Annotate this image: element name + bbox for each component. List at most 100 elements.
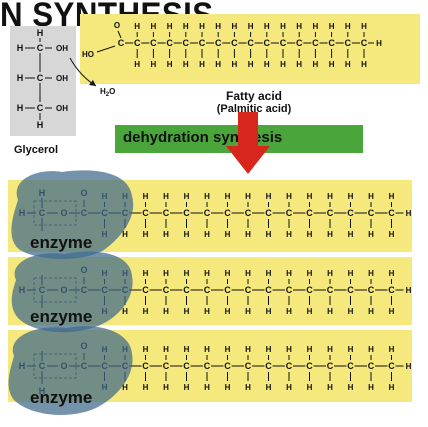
fatty-acid-h: H [361,22,367,31]
row1-c: C [122,208,129,218]
row3-h: H [184,345,190,354]
fatty-acid-c: C [183,38,190,48]
row1-h: H [225,230,231,239]
fatty-acid-c: C [150,38,157,48]
enzyme-label-3: enzyme [30,388,93,407]
row3-h: H [143,345,149,354]
fatty-acid-h: H [313,60,319,69]
row3-c: C [39,361,46,371]
glycerol-c: C [37,73,44,83]
row1-h: H [102,230,108,239]
row1-h: H [307,192,313,201]
fatty-acid-label: Fatty acid (Palmitic acid) [214,90,294,116]
glycerol-oh: OH [56,74,68,83]
row3-c: C [101,361,108,371]
row1-h: H [19,208,26,218]
row2-h: H [348,269,354,278]
row2-h: H [204,307,210,316]
fatty-acid-h: H [361,60,367,69]
row3-c: C [142,361,149,371]
row3-h: H [348,383,354,392]
row1-h: H [286,230,292,239]
row1-h: H [184,230,190,239]
row1-h: H [286,192,292,201]
row3-c: C [204,361,211,371]
row1-c: C [265,208,272,218]
row2-c: C [163,285,170,295]
row2-h: H [245,269,251,278]
row2-c: C [306,285,313,295]
glycerol-h: H [17,73,24,83]
row3-h: H [348,345,354,354]
row2-c: C [224,285,231,295]
row2-c: C [265,285,272,295]
row3-h: H [102,345,108,354]
row3-c: C [81,361,88,371]
glycerol-h: H [37,120,44,130]
row1-c: C [327,208,334,218]
row2-h: H [122,307,128,316]
row3-o: O [60,361,67,371]
row1-c: C [39,208,46,218]
row2-h: H [307,307,313,316]
row2-h: H [389,269,395,278]
row3-h: H [389,345,395,354]
row2-h: H [204,269,210,278]
row2-h: H [286,269,292,278]
fatty-acid-h: H [313,22,319,31]
row3-h: H [102,383,108,392]
row3-h: H [266,383,272,392]
row3-c: C [224,361,231,371]
row2-h: H [225,269,231,278]
fatty-acid-c: C [134,38,141,48]
row1-c: C [204,208,211,218]
row3-h: H [204,383,210,392]
fatty-acid-h: H [296,60,302,69]
row1-h: H [327,192,333,201]
row3-h: H [225,383,231,392]
row2-c: C [122,285,129,295]
row2-h: H [163,269,169,278]
row2-h: H [163,307,169,316]
fatty-acid-c: C [215,38,222,48]
row1-h: H [368,230,374,239]
fatty-acid-bond [117,30,122,39]
fatty-acid-c: C [247,38,254,48]
row1-c: C [224,208,231,218]
fatty-acid-h: H [345,22,351,31]
row2-h: H [225,307,231,316]
glycerol-c: C [37,103,44,113]
row2-c: C [388,285,395,295]
row1-c: C [347,208,354,218]
row2-c: C [245,285,252,295]
fatty-acid-c: C [264,38,271,48]
fatty-acid-name: Fatty acid [225,89,282,103]
row1-h: H [368,192,374,201]
row2-h: H [389,307,395,316]
row1-h: H [266,192,272,201]
enzyme-label-2: enzyme [30,307,93,326]
row2-h: H [307,269,313,278]
row1-h: H [245,192,251,201]
fatty-acid-c: C [296,38,303,48]
fatty-acid-h: H [232,22,238,31]
fatty-acid-c: C [118,38,125,48]
row2-c: C [204,285,211,295]
row3-h: H [327,383,333,392]
row1-h: H [245,230,251,239]
fatty-acid-h: H [329,60,335,69]
row3-carbonyl-o: O [80,341,87,351]
row2-o: O [60,285,67,295]
row1-h: H [307,230,313,239]
row3-h: H [163,345,169,354]
row3-h: H [122,345,128,354]
row2-h: H [102,269,108,278]
row3-c: C [327,361,334,371]
row2-h: H [286,307,292,316]
row2-h: H [143,269,149,278]
row2-c: C [368,285,375,295]
row3-h: H [245,383,251,392]
row1-h: H [143,230,149,239]
fatty-acid-h: H [151,22,157,31]
row3-h: H [307,383,313,392]
